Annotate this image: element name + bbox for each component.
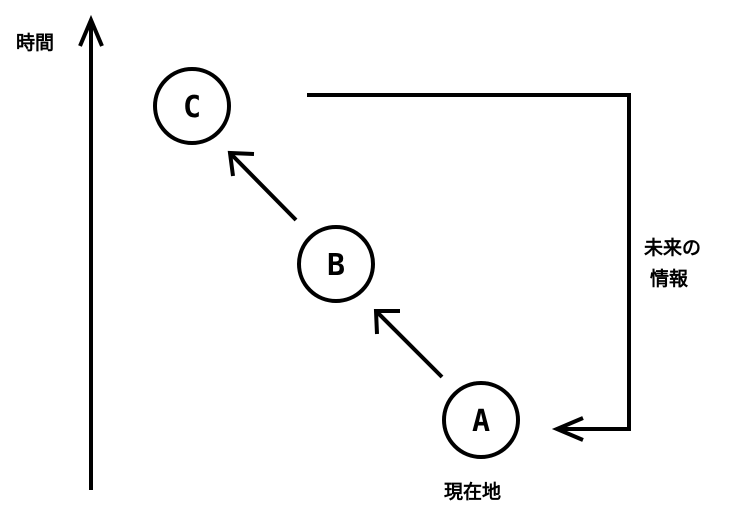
node-a-circle (442, 381, 520, 459)
arrow-a-to-b-line (375, 310, 444, 379)
node-a: A (442, 381, 520, 459)
future-info-label-line2: 情報 (650, 267, 689, 290)
node-c-label: C (183, 90, 201, 125)
arrow-b-to-c-line (229, 152, 298, 222)
node-b-label: B (327, 248, 345, 283)
node-b: B (297, 225, 375, 303)
arrow-a-to-b (373, 309, 444, 379)
arrow-a-to-b-arrowhead (373, 309, 400, 335)
time-axis-arrowhead (78, 14, 104, 47)
future-info-arrowhead (551, 416, 584, 442)
node-c-circle (153, 67, 231, 145)
arrow-b-to-c (227, 150, 298, 222)
time-axis (78, 14, 104, 490)
time-axis-label: 時間 (16, 32, 54, 54)
future-info-label-line1: 未来の (643, 236, 701, 259)
current-location-label: 現在地 (444, 480, 501, 503)
node-c: C (153, 67, 231, 145)
node-b-circle (297, 225, 375, 303)
node-a-label: A (472, 404, 490, 439)
future-info-arrow (307, 93, 631, 442)
future-info-path (307, 93, 631, 431)
arrow-b-to-c-arrowhead (227, 150, 255, 177)
